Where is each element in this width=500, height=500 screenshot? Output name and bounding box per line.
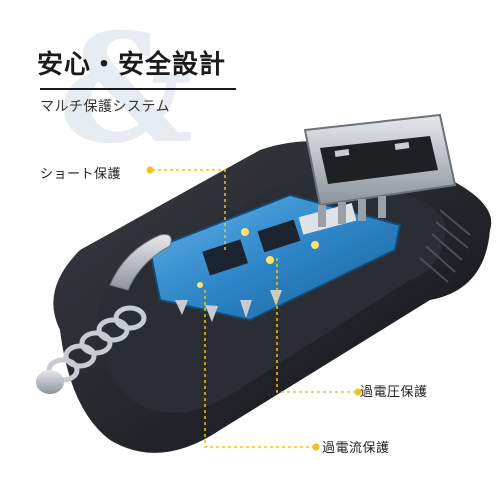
- callout-overcurrent-protection: 過電流保護: [322, 441, 390, 456]
- tip-contact: [36, 370, 64, 394]
- callout-overvoltage-protection: 過電圧保護: [360, 385, 428, 400]
- spring-contact: [46, 305, 147, 383]
- usb-port: [303, 113, 457, 227]
- title-divider: [40, 88, 236, 90]
- side-clip: [109, 234, 172, 291]
- callout-short-protection: ショート保護: [40, 167, 122, 182]
- page-subtitle: マルチ保護システム: [40, 99, 171, 115]
- callout-lines: [152, 169, 358, 448]
- callout-dots: [146, 166, 362, 451]
- circuit-board: [148, 193, 402, 322]
- page-title: 安心・安全設計: [37, 50, 227, 80]
